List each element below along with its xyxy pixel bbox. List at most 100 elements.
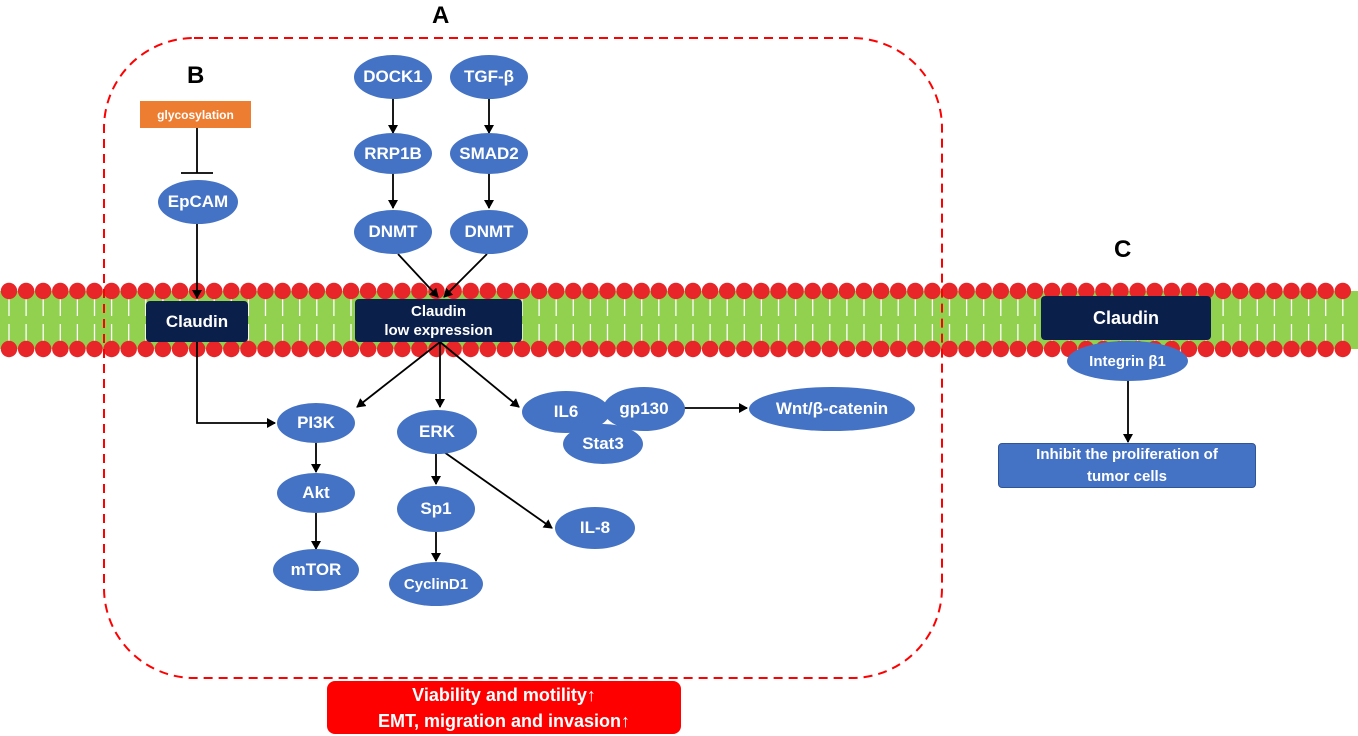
phospholipid-head xyxy=(325,282,343,300)
phospholipid-head xyxy=(1026,282,1044,300)
phospholipid-head xyxy=(411,282,428,300)
phospholipid-head xyxy=(103,282,120,300)
phospholipid-head xyxy=(719,282,736,300)
phospholipid-head xyxy=(838,282,856,300)
phospholipid-head xyxy=(633,340,650,358)
phospholipid-head xyxy=(1163,282,1181,300)
phospholipid-head xyxy=(462,282,479,300)
phospholipid-head xyxy=(753,340,770,358)
phospholipid-head xyxy=(582,340,599,358)
phospholipid-head xyxy=(855,282,873,300)
claudin-low-expression-box: Claudin low expression xyxy=(355,299,522,342)
phospholipid-head xyxy=(445,282,462,300)
phospholipid-head xyxy=(103,340,120,358)
node-il6: IL6 xyxy=(522,391,610,433)
phospholipid-head xyxy=(872,282,890,300)
phospholipid-head xyxy=(958,340,975,358)
phospholipid-head xyxy=(599,340,616,358)
phospholipid-head xyxy=(548,340,565,358)
phospholipid-head xyxy=(821,282,838,300)
phospholipid-head xyxy=(855,340,873,358)
phospholipid-head xyxy=(0,340,18,358)
phospholipid-head xyxy=(1300,282,1317,300)
phospholipid-head xyxy=(496,282,514,300)
phospholipid-head xyxy=(941,340,958,358)
phospholipid-head xyxy=(0,282,18,300)
panel-label-b: B xyxy=(187,62,205,89)
claudin-label: Claudin xyxy=(411,302,466,320)
phospholipid-head xyxy=(1334,282,1352,300)
phospholipid-head xyxy=(394,340,411,358)
phospholipid-head xyxy=(428,282,445,300)
phospholipid-head xyxy=(975,340,992,358)
phospholipid-head xyxy=(650,282,667,300)
phospholipid-head xyxy=(804,340,821,358)
phospholipid-head xyxy=(667,282,685,300)
phospholipid-head xyxy=(736,340,753,358)
phospholipid-head xyxy=(1197,282,1215,300)
phospholipid-head xyxy=(86,340,103,358)
phospholipid-head xyxy=(821,340,838,358)
phospholipid-head xyxy=(565,282,582,300)
phospholipid-head xyxy=(1232,282,1249,300)
phospholipid-head xyxy=(17,282,35,300)
phospholipid-head xyxy=(1009,282,1027,300)
node-wnt-beta-catenin: Wnt/β-catenin xyxy=(749,387,915,431)
phospholipid-head xyxy=(377,340,394,358)
node-dnmt-right: DNMT xyxy=(450,210,528,254)
phospholipid-head xyxy=(1249,340,1266,358)
phospholipid-head xyxy=(1180,282,1198,300)
phospholipid-head xyxy=(941,282,958,300)
phospholipid-head xyxy=(1214,340,1232,358)
outcome-line-1: Viability and motility↑ xyxy=(412,684,596,705)
phospholipid-head xyxy=(171,340,189,358)
phospholipid-head xyxy=(171,282,189,300)
phospholipid-head xyxy=(719,340,736,358)
phospholipid-head xyxy=(223,340,240,358)
node-il8: IL-8 xyxy=(555,507,635,549)
phospholipid-head xyxy=(1317,282,1334,300)
phospholipid-head xyxy=(1061,282,1078,300)
phospholipid-head xyxy=(342,282,360,300)
phospholipid-head xyxy=(1214,282,1232,300)
node-integrin-beta1: Integrin β1 xyxy=(1067,341,1188,381)
pathway-arrows xyxy=(192,97,1133,562)
phospholipid-head xyxy=(120,340,137,358)
phospholipid-head xyxy=(1197,340,1215,358)
phospholipid-head xyxy=(1180,340,1198,358)
phospholipid-head xyxy=(496,340,514,358)
phospholipid-head xyxy=(565,340,582,358)
phospholipid-head xyxy=(804,282,821,300)
phospholipid-head xyxy=(992,340,1009,358)
phospholipid-head xyxy=(838,340,856,358)
node-smad2: SMAD2 xyxy=(450,133,528,174)
phospholipid-head xyxy=(240,282,257,300)
phospholipid-head xyxy=(1026,340,1044,358)
phospholipid-head xyxy=(120,282,137,300)
phospholipid-head xyxy=(1129,282,1146,300)
phospholipid-head xyxy=(308,340,325,358)
node-tgf-beta: TGF-β xyxy=(450,55,528,99)
phospholipid-head xyxy=(1146,282,1163,300)
phospholipid-head xyxy=(907,282,924,300)
inhibit-line-1: Inhibit the proliferation of xyxy=(1036,445,1218,463)
phospholipid-head xyxy=(394,282,411,300)
phospholipid-head xyxy=(958,282,975,300)
phospholipid-head xyxy=(206,282,223,300)
phospholipid-head xyxy=(1043,282,1061,300)
phospholipid-head xyxy=(325,340,343,358)
phospholipid-head xyxy=(274,340,291,358)
phospholipid-head xyxy=(1009,340,1027,358)
phospholipid-head xyxy=(1112,282,1129,300)
phospholipid-head xyxy=(154,282,172,300)
phospholipid-head xyxy=(291,282,308,300)
phospholipid-head xyxy=(52,282,69,300)
phospholipid-head xyxy=(1300,340,1317,358)
claudin-box-b: Claudin xyxy=(146,301,248,342)
node-akt: Akt xyxy=(277,473,355,513)
phospholipid-head xyxy=(667,340,685,358)
phospholipid-head xyxy=(342,340,360,358)
phospholipid-head xyxy=(377,282,394,300)
node-pi3k: PI3K xyxy=(277,403,355,443)
phospholipid-head xyxy=(35,282,52,300)
